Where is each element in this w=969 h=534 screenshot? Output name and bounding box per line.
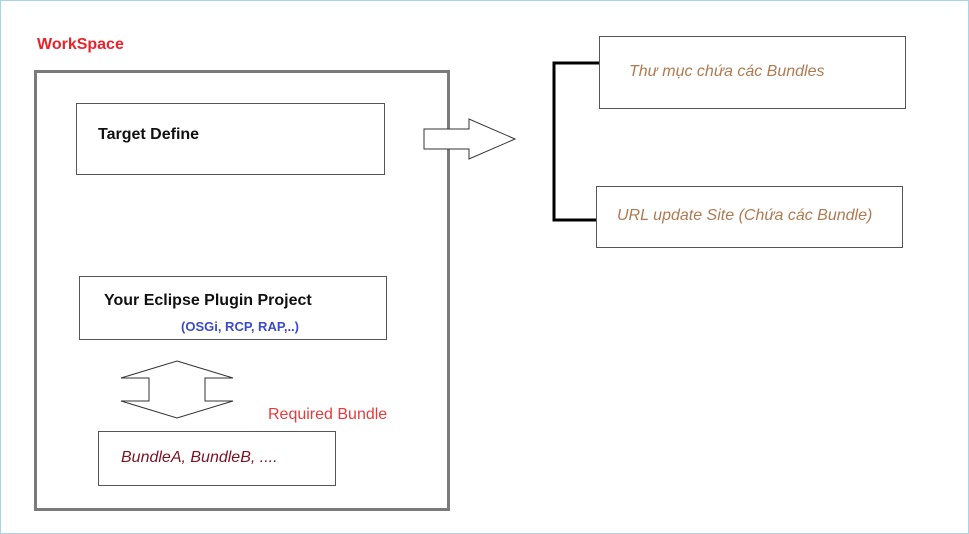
bundle-folder-label: Thư mục chứa các Bundles bbox=[629, 63, 825, 80]
plugin-project-title: Your Eclipse Plugin Project bbox=[104, 292, 312, 309]
bracket-connector bbox=[552, 61, 599, 222]
target-define-label: Target Define bbox=[98, 126, 200, 143]
right-arrow-icon bbox=[423, 118, 517, 160]
bundles-list: BundleA, BundleB, .... bbox=[121, 449, 278, 466]
bundle-folder-box: Thư mục chứa các Bundles bbox=[599, 36, 906, 109]
update-site-label: URL update Site (Chứa các Bundle) bbox=[617, 207, 873, 224]
bundles-box: BundleA, BundleB, .... bbox=[98, 431, 336, 486]
double-arrow-icon bbox=[120, 360, 234, 419]
workspace-label: WorkSpace bbox=[37, 36, 124, 53]
required-bundle-label: Required Bundle bbox=[268, 406, 388, 423]
target-define-box: Target Define bbox=[76, 103, 385, 175]
update-site-box: URL update Site (Chứa các Bundle) bbox=[596, 186, 903, 248]
plugin-project-box: Your Eclipse Plugin Project (OSGi, RCP, … bbox=[79, 276, 387, 340]
plugin-project-subtitle: (OSGi, RCP, RAP,..) bbox=[181, 319, 299, 334]
